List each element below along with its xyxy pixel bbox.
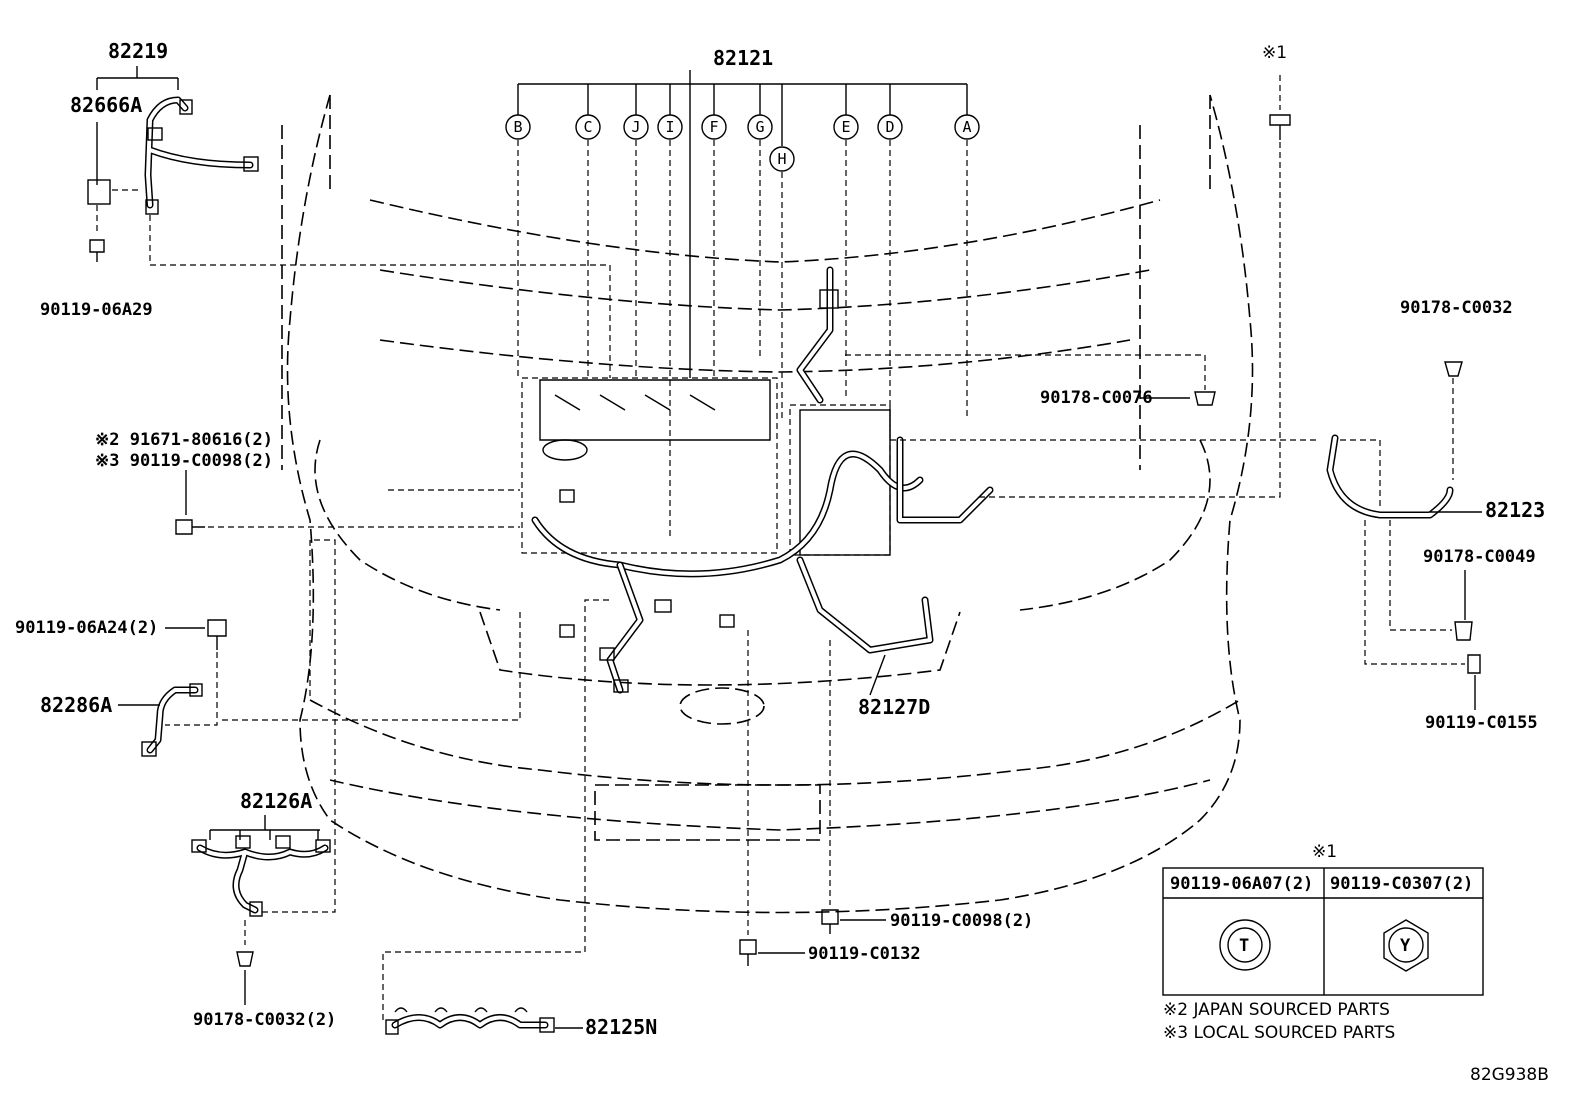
part-90178-C0032: 90178-C0032	[1400, 298, 1513, 318]
part-90119-C0132: 90119-C0132	[808, 944, 921, 964]
callout-letter: G	[755, 118, 764, 136]
drawing-ref: 82G938B	[1470, 1065, 1549, 1085]
callout-b: B	[505, 114, 531, 140]
part-90178-C0076: 90178-C0076	[1040, 388, 1153, 408]
callout-circle	[833, 114, 859, 140]
table-sym2: Y	[1400, 936, 1411, 956]
vehicle-outline	[281, 94, 1254, 914]
callout-j: J	[623, 114, 649, 140]
label-91671-80616: ※2 91671-80616(2)	[95, 430, 273, 450]
callout-circle	[505, 114, 531, 140]
group-82123: 90178-C0032 82123 90178-C0049 90119-C015…	[890, 298, 1545, 733]
part-90119-C0155: 90119-C0155	[1425, 713, 1538, 733]
callout-circle	[877, 114, 903, 140]
part-82125N: 82125N	[585, 1015, 657, 1039]
part-90119-06A24: 90119-06A24(2)	[15, 618, 158, 638]
part-82121: 82121	[713, 46, 773, 70]
note1-top: ※1	[1262, 43, 1287, 63]
callout-e: E	[833, 114, 859, 140]
callout-circle	[747, 114, 773, 140]
callout-g: G	[747, 114, 773, 140]
group-82125N: 82125N	[382, 599, 657, 1039]
table-sym1: T	[1239, 936, 1249, 956]
part-90178-C0049: 90178-C0049	[1423, 547, 1536, 567]
part-82127D: 82127D	[858, 695, 930, 719]
callout-circle	[657, 114, 683, 140]
callout-letter: C	[583, 118, 592, 136]
callout-letter: E	[841, 118, 850, 136]
group-90178-C0076: 90178-C0076	[845, 354, 1216, 408]
main-harness-callouts: 82121 B C J I F GH E D A	[505, 46, 980, 540]
callout-circle	[575, 114, 601, 140]
callout-c: C	[575, 114, 601, 140]
callout-h: H	[769, 146, 795, 172]
part-90119-06A29: 90119-06A29	[40, 300, 153, 320]
group-bottom-bolts: 90119-C0132 90119-C0098(2)	[739, 630, 1033, 966]
part-82123: 82123	[1485, 498, 1545, 522]
callout-circle	[623, 114, 649, 140]
callout-letter: I	[665, 118, 674, 136]
group-note1-bolt: ※1	[975, 43, 1291, 498]
callout-d: D	[877, 114, 903, 140]
callout-circle	[769, 146, 795, 172]
callout-circle	[954, 114, 980, 140]
part-90119-C0098-2: 90119-C0098(2)	[890, 911, 1033, 931]
part-82219: 82219	[108, 39, 168, 63]
part-90178-C0032-2: 90178-C0032(2)	[193, 1010, 336, 1030]
callout-letter: D	[885, 118, 894, 136]
part-82286A: 82286A	[40, 693, 112, 717]
table-note1: ※1	[1312, 842, 1337, 862]
part-82666A: 82666A	[70, 93, 142, 117]
callout-letter: B	[513, 118, 522, 136]
group-82286A: 90119-06A24(2) 82286A	[15, 610, 521, 757]
label-90119-C0098-a: ※3 90119-C0098(2)	[95, 451, 273, 471]
callout-f: F	[701, 114, 727, 140]
table-col2: 90119-C0307(2)	[1330, 874, 1473, 894]
table-col1: 90119-06A07(2)	[1170, 874, 1313, 894]
callout-letter: J	[631, 118, 640, 136]
callout-circle	[701, 114, 727, 140]
group-82127D: 82127D	[858, 654, 930, 719]
callout-letter: H	[777, 150, 786, 168]
callout-letter: A	[962, 118, 971, 136]
note-japan: ※2 JAPAN SOURCED PARTS	[1163, 1000, 1390, 1020]
callout-letter: F	[709, 118, 718, 136]
footnotes: ※2 JAPAN SOURCED PARTS ※3 LOCAL SOURCED …	[1163, 1000, 1549, 1085]
callout-i: I	[657, 114, 683, 140]
group-82219: 82219 82666A 90119-06A29	[40, 39, 611, 378]
part-82126A: 82126A	[240, 789, 312, 813]
callout-a: A	[954, 114, 980, 140]
group-left-bolts: ※2 91671-80616(2) ※3 90119-C0098(2)	[95, 430, 520, 535]
note1-table: ※1 90119-06A07(2) 90119-C0307(2) T Y	[1162, 842, 1484, 996]
group-82126A: 82126A 90178-C0032(2)	[191, 539, 336, 1030]
note-local: ※3 LOCAL SOURCED PARTS	[1163, 1023, 1395, 1043]
engine-bay	[521, 266, 994, 694]
